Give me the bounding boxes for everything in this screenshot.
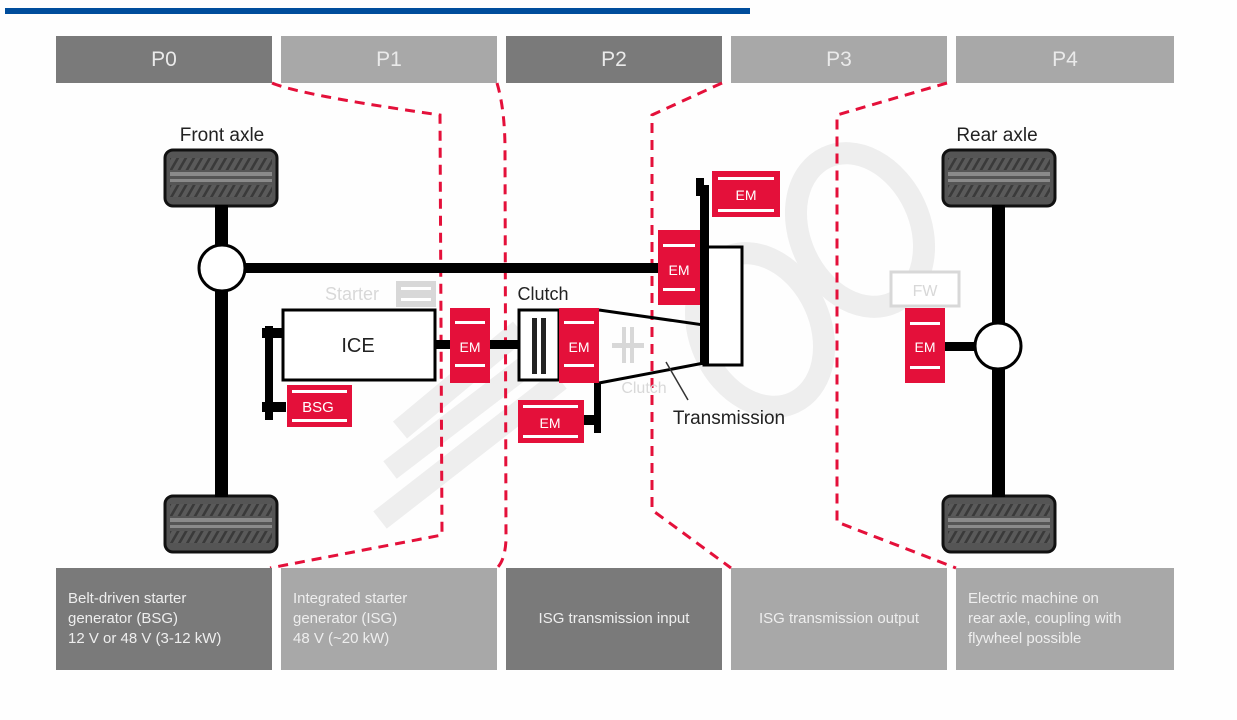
separator-p2-p3 xyxy=(650,81,732,570)
description-p3-text: ISG transmission output xyxy=(758,610,920,627)
clutch-plate-a xyxy=(532,318,537,374)
separator-p1-p2 xyxy=(495,82,508,570)
description-p4-text: Electric machine on rear axle, coupling … xyxy=(968,590,1122,647)
em-p2-side-label: EM xyxy=(540,415,561,431)
header-p3: P3 xyxy=(731,36,947,83)
header-p1-label: P1 xyxy=(376,47,402,71)
header-p1: P1 xyxy=(281,36,497,83)
header-p2-label: P2 xyxy=(601,47,627,71)
em-p3-shaft: EM xyxy=(658,230,700,305)
em-p3-side: EM xyxy=(712,171,780,217)
front-differential xyxy=(197,243,247,293)
rear-differential xyxy=(973,321,1023,371)
em-p1: EM xyxy=(450,308,490,383)
front-tire-top-icon xyxy=(163,148,279,208)
em-p2-input: EM xyxy=(559,308,599,383)
clutch-plate-b xyxy=(541,318,546,374)
starter-icon xyxy=(396,281,436,307)
region-separators xyxy=(269,81,957,570)
clutch-ghost-label: Clutch xyxy=(621,380,666,397)
belt xyxy=(265,326,273,420)
description-p1-text: Integrated starter generator (ISG) 48 V … xyxy=(293,590,408,647)
description-p4: Electric machine on rear axle, coupling … xyxy=(956,568,1174,670)
drive-shaft xyxy=(228,263,708,273)
clutch-housing xyxy=(517,308,561,382)
header-p4: P4 xyxy=(956,36,1174,83)
header-p2: P2 xyxy=(506,36,722,83)
front-tire-bottom-icon xyxy=(163,494,279,554)
ghost-clutch-icon xyxy=(612,327,644,363)
starter-label: Starter xyxy=(325,284,379,304)
em-p4-label: EM xyxy=(915,339,936,355)
em-p3-shaft-label: EM xyxy=(669,262,690,278)
em-p1-label: EM xyxy=(460,339,481,355)
rear-tire-bottom-icon xyxy=(941,494,1057,554)
description-p2: ISG transmission input xyxy=(506,568,722,670)
rear-axle-label: Rear axle xyxy=(956,125,1037,146)
header-p0: P0 xyxy=(56,36,272,83)
transmission-output-box xyxy=(702,245,744,367)
ice-label: ICE xyxy=(341,335,374,357)
header-p0-label: P0 xyxy=(151,47,177,71)
output-shaft xyxy=(700,185,709,365)
description-p1: Integrated starter generator (ISG) 48 V … xyxy=(281,568,497,670)
separator-p0-p1 xyxy=(269,81,444,570)
em-p4: EM xyxy=(905,308,945,383)
description-p2-text: ISG transmission input xyxy=(538,610,690,627)
em-p3-side-label: EM xyxy=(736,187,757,203)
transmission-label: Transmission xyxy=(673,408,785,429)
separator-p3-p4 xyxy=(835,81,957,570)
bsg-block: BSG xyxy=(287,385,352,427)
flywheel-block xyxy=(889,270,961,308)
description-p0: Belt-driven starter generator (BSG) 12 V… xyxy=(56,568,272,670)
title-accent-bar xyxy=(5,8,750,14)
rear-tire-top-icon xyxy=(941,148,1057,208)
em-p2-side: EM xyxy=(518,400,584,443)
transmission-leader xyxy=(665,361,689,401)
bsg-label: BSG xyxy=(302,399,334,416)
em-p2-input-label: EM xyxy=(569,339,590,355)
header-p3-label: P3 xyxy=(826,47,852,71)
description-p3: ISG transmission output xyxy=(731,568,947,670)
front-axle-label: Front axle xyxy=(180,125,264,146)
clutch-label: Clutch xyxy=(517,284,568,304)
rear-em-shaft xyxy=(945,342,975,351)
flywheel-label: FW xyxy=(913,283,939,300)
header-p4-label: P4 xyxy=(1052,47,1078,71)
description-p0-text: Belt-driven starter generator (BSG) 12 V… xyxy=(68,590,222,647)
